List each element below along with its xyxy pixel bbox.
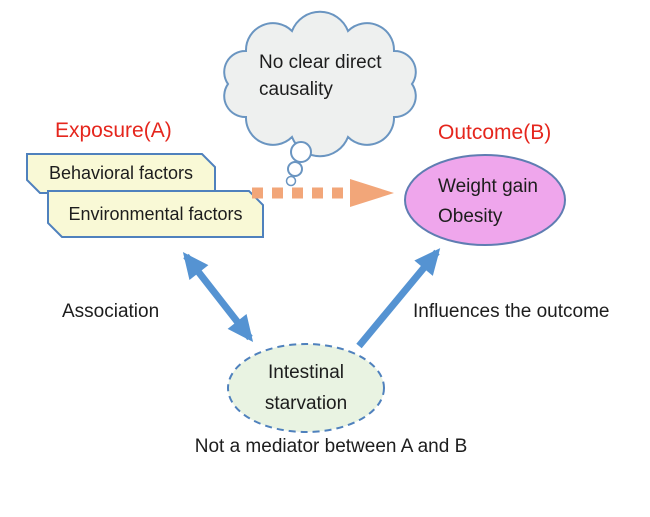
outcome-ellipse-text: Weight gain Obesity: [438, 172, 538, 232]
outcome-line2: Obesity: [438, 206, 503, 227]
mediator-ellipse: [227, 343, 385, 433]
thought-tail-bubble-small: [285, 175, 297, 187]
thought-cloud-text: No clear direct causality: [259, 49, 409, 103]
environmental-factors-box: [47, 190, 264, 238]
influence-label: Influences the outcome: [413, 301, 610, 322]
thought-cloud-line2: causality: [259, 79, 333, 100]
environmental-factors-label: Environmental factors: [68, 203, 243, 224]
thought-tail-bubble-medium: [287, 161, 303, 177]
mediator-line2: starvation: [264, 393, 348, 414]
exposure-label: Exposure(A): [55, 119, 172, 142]
behavioral-factors-label: Behavioral factors: [48, 163, 194, 183]
thought-cloud-line1: No clear direct: [259, 52, 382, 73]
outcome-ellipse: [404, 154, 566, 246]
thought-tail-bubble-large: [290, 141, 312, 163]
influence-arrow: [356, 248, 441, 349]
outcome-label: Outcome(B): [438, 121, 552, 144]
mediator-line1: Intestinal: [267, 362, 345, 383]
mediator-caption: Not a mediator between A and B: [194, 436, 468, 457]
no-causality-arrowhead-icon: [350, 179, 394, 207]
association-double-arrow: [182, 252, 254, 342]
mediator-ellipse-text: Intestinal starvation: [226, 357, 386, 419]
thought-cloud: [223, 10, 417, 158]
outcome-line1: Weight gain: [438, 176, 538, 197]
association-label: Association: [62, 301, 160, 322]
